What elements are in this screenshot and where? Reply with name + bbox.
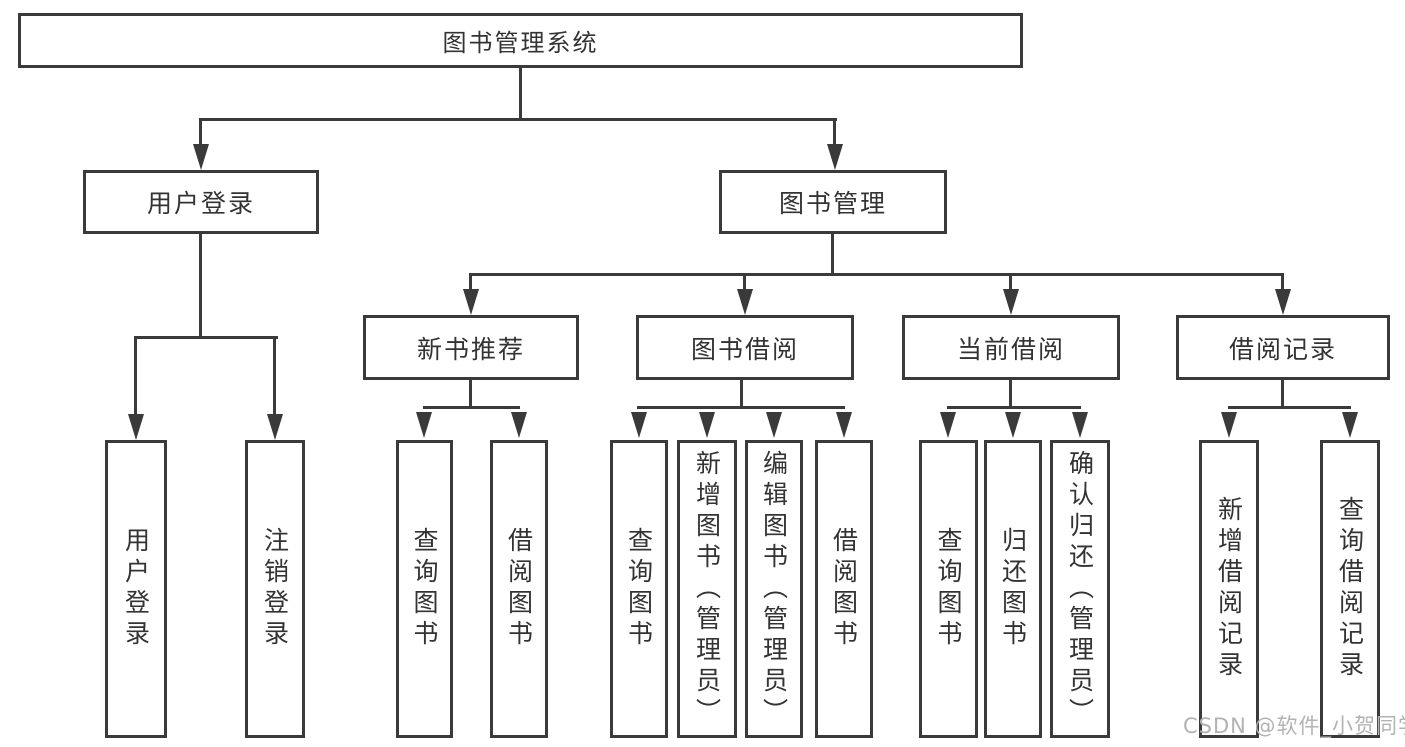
leaf-nb-query-books: 查询图书 [396, 440, 453, 738]
connector-bookborrow-elbow [637, 406, 845, 409]
connector-currentborrow-down [1009, 380, 1012, 409]
arrow-to-nb-query [416, 412, 432, 438]
arrow-to-bb-edit [766, 412, 782, 438]
arrow-to-cb-query [940, 412, 956, 438]
connector-logout-leaf-stem [273, 336, 276, 416]
node-library-management-system: 图书管理系统 [18, 13, 1023, 68]
arrow-to-new-book-rec [463, 289, 479, 315]
arrow-to-br-query [1342, 412, 1358, 438]
connector-currentborrow-stem [1009, 273, 1012, 293]
leaf-bb-query-books: 查询图书 [610, 440, 668, 738]
leaf-bb-borrow-books: 借阅图书 [815, 440, 873, 738]
arrow-to-user-login-leaf [128, 414, 144, 440]
arrow-to-book-borrow [737, 289, 753, 315]
leaf-nb-borrow-books: 借阅图书 [490, 440, 548, 738]
connector-user-login-elbow [134, 336, 278, 339]
connector-book-mgmt-elbow [470, 273, 1284, 276]
leaf-logout: 注销登录 [245, 440, 305, 738]
arrow-to-bb-borrow [836, 412, 852, 438]
node-book-borrowing: 图书借阅 [636, 315, 854, 380]
connector-root-elbow [199, 118, 837, 121]
connector-borrowrecord-elbow [1228, 406, 1351, 409]
connector-newbook-stem [469, 273, 472, 293]
arrow-to-bb-add [699, 412, 715, 438]
connector-book-mgmt-stem [833, 118, 836, 148]
arrow-to-cb-confirm [1072, 412, 1088, 438]
connector-newbook-down [469, 380, 472, 409]
node-current-borrowing: 当前借阅 [902, 315, 1120, 380]
arrow-to-logout-leaf [267, 414, 283, 440]
connector-currentborrow-elbow [947, 406, 1081, 409]
arrow-to-current-borrow [1003, 289, 1019, 315]
connector-borrowrecord-down [1281, 380, 1284, 409]
leaf-br-query-record: 查询借阅记录 [1320, 440, 1380, 738]
arrow-to-user-login-group [193, 144, 209, 170]
connector-root-stem [519, 68, 522, 121]
node-new-book-recommendation: 新书推荐 [363, 315, 579, 380]
connector-user-login-stem [199, 118, 202, 148]
leaf-br-add-record: 新增借阅记录 [1199, 440, 1259, 738]
connector-bookborrow-stem [743, 273, 746, 293]
leaf-cb-return-books: 归还图书 [984, 440, 1042, 738]
connector-bookborrow-down [740, 380, 743, 409]
arrow-to-br-add [1221, 412, 1237, 438]
node-book-management: 图书管理 [719, 170, 947, 234]
arrow-to-borrow-record [1275, 289, 1291, 315]
leaf-cb-confirm-return-admin: 确认归还（管理员） [1050, 440, 1110, 738]
connector-borrowrecord-stem [1281, 273, 1284, 293]
arrow-to-bb-query [631, 412, 647, 438]
connector-newbook-elbow [423, 406, 520, 409]
arrow-to-cb-return [1005, 412, 1021, 438]
connector-user-login-down [199, 234, 202, 339]
leaf-cb-query-books: 查询图书 [919, 440, 978, 738]
leaf-bb-add-books-admin: 新增图书（管理员） [677, 440, 737, 738]
leaf-bb-edit-books-admin: 编辑图书（管理员） [745, 440, 803, 738]
connector-book-mgmt-down [831, 234, 834, 276]
csdn-watermark: CSDN @软件_小贺同学 [1183, 714, 1405, 738]
node-user-login-group: 用户登录 [83, 170, 319, 234]
leaf-user-login: 用户登录 [105, 440, 167, 738]
node-borrowing-records: 借阅记录 [1176, 315, 1390, 380]
arrow-to-book-management [827, 144, 843, 170]
arrow-to-nb-borrow [511, 412, 527, 438]
connector-login-leaf-stem [134, 336, 137, 416]
